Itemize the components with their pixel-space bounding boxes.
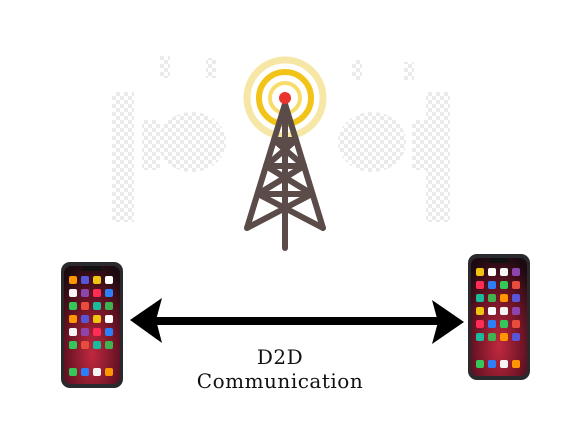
dock-app-icon <box>105 368 113 376</box>
app-icon <box>488 333 496 341</box>
app-icon <box>476 268 484 276</box>
app-icon <box>93 341 101 349</box>
d2d-label-line1: D2D <box>256 345 304 369</box>
app-icon <box>81 289 89 297</box>
app-icon <box>500 307 508 315</box>
app-icon <box>500 281 508 289</box>
app-icon <box>105 289 113 297</box>
app-icon <box>69 289 77 297</box>
dock-app-icon <box>476 360 484 368</box>
app-icon <box>93 302 101 310</box>
app-icon <box>105 302 113 310</box>
app-icon <box>105 341 113 349</box>
dock-app-icon <box>81 368 89 376</box>
app-icon <box>488 320 496 328</box>
app-icon <box>93 315 101 323</box>
left-smartphone-icon <box>61 262 123 388</box>
app-icon <box>488 281 496 289</box>
app-icon <box>69 302 77 310</box>
app-icon <box>500 320 508 328</box>
app-icon <box>500 294 508 302</box>
app-icon <box>512 281 520 289</box>
dock-app-icon <box>512 360 520 368</box>
app-icon <box>476 294 484 302</box>
right-smartphone-icon <box>468 254 530 380</box>
app-icon <box>476 307 484 315</box>
app-icon <box>69 328 77 336</box>
dock-app-icon <box>488 360 496 368</box>
app-icon <box>93 328 101 336</box>
app-icon <box>512 294 520 302</box>
double-arrow-icon <box>130 298 464 344</box>
dock-app-icon <box>69 368 77 376</box>
dock-app-icon <box>93 368 101 376</box>
app-icon <box>81 302 89 310</box>
app-icon <box>93 289 101 297</box>
app-icon <box>476 320 484 328</box>
app-icon <box>81 328 89 336</box>
app-icon <box>512 320 520 328</box>
app-icon <box>105 276 113 284</box>
app-icon <box>500 333 508 341</box>
app-icon <box>69 315 77 323</box>
background-dither <box>112 56 450 222</box>
d2d-label-line2: Communication <box>196 369 364 393</box>
app-icon <box>69 341 77 349</box>
app-icon <box>81 341 89 349</box>
app-icon <box>105 315 113 323</box>
app-icon <box>488 294 496 302</box>
app-icon <box>93 276 101 284</box>
app-icon <box>488 307 496 315</box>
app-icon <box>105 328 113 336</box>
app-icon <box>69 276 77 284</box>
app-icon <box>500 268 508 276</box>
cell-tower-icon <box>244 101 326 251</box>
app-icon <box>512 268 520 276</box>
app-icon <box>81 315 89 323</box>
app-icon <box>512 307 520 315</box>
dock-app-icon <box>500 360 508 368</box>
app-icon <box>488 268 496 276</box>
app-icon <box>81 276 89 284</box>
app-icon <box>512 333 520 341</box>
app-icon <box>476 281 484 289</box>
app-icon <box>476 333 484 341</box>
d2d-label: D2D Communication <box>180 345 380 393</box>
beacon-icon <box>279 92 291 104</box>
